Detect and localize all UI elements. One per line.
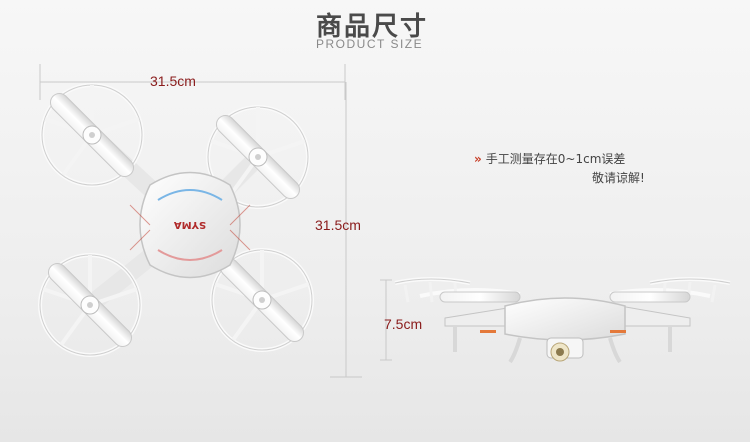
height-label: 7.5cm xyxy=(384,316,423,332)
drone-brand-label: SYMA xyxy=(174,219,206,230)
drone-top-view: SYMA xyxy=(38,83,314,357)
height-dimension-line xyxy=(380,279,392,361)
length-dimension-line xyxy=(330,82,362,378)
length-label: 31.5cm xyxy=(315,217,361,233)
title-chinese: 商品尺寸 xyxy=(316,12,429,42)
rotor-front-left xyxy=(40,83,144,187)
width-label: 31.5cm xyxy=(150,73,196,89)
rotor-rear-left xyxy=(38,253,142,357)
double-chevron-right-icon: » xyxy=(474,152,482,166)
drone-side-view xyxy=(394,277,731,364)
title-english: PRODUCT SIZE xyxy=(316,37,424,51)
measurement-note: »手工测量存在0~1cm误差 敬请谅解! xyxy=(474,150,645,188)
note-line-1: 手工测量存在0~1cm误差 xyxy=(485,152,626,166)
width-dimension-line xyxy=(39,64,346,100)
note-line-2: 敬请谅解! xyxy=(592,171,645,185)
